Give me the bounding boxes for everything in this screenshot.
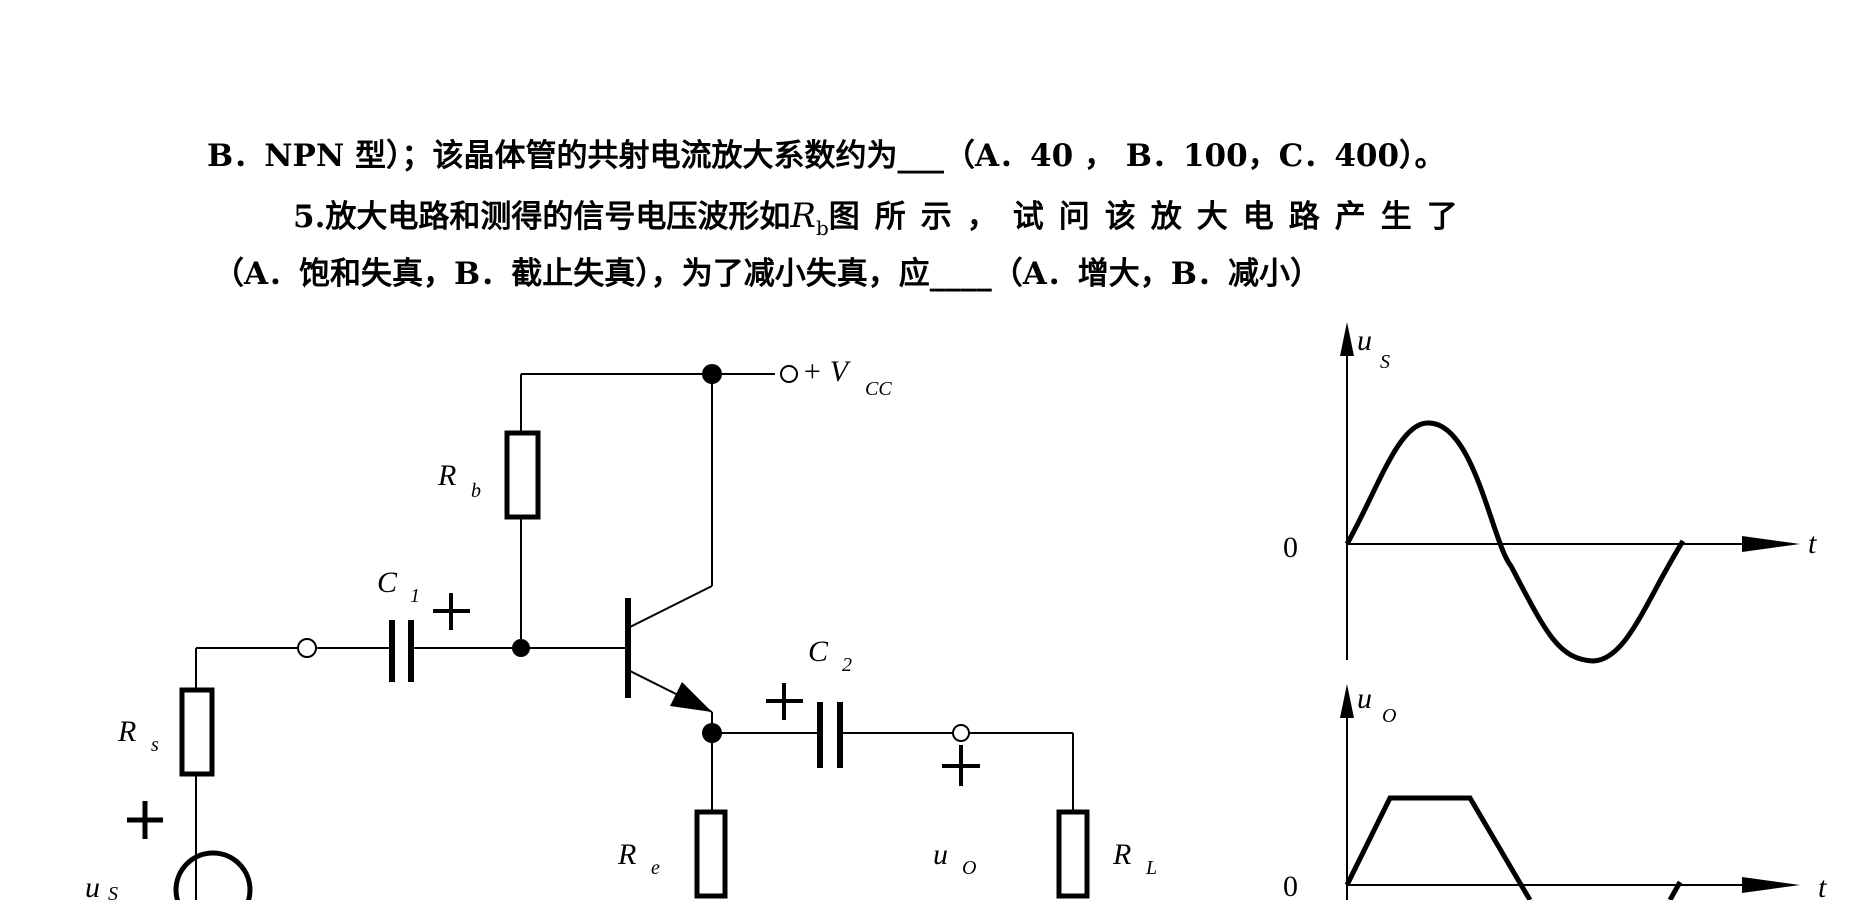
rl-resistor [1056,809,1090,899]
uo-axis-arrow [1340,684,1354,718]
rb-label: R [437,459,456,492]
question-line-3: （A．饱和失真，B．截止失真），为了减小失真，应____（A．增大，B．减小） [213,256,1322,292]
rl-label: R [1112,838,1131,871]
uo-subscript: O [962,857,976,879]
c1-subscript: 1 [410,585,420,607]
uo-zero-label: 0 [1283,870,1298,900]
rl-subscript: L [1145,857,1157,879]
us-axis-arrow [1340,322,1354,356]
question-5-rest: 图所示，试问该放大电路产生了 [828,199,1473,235]
uo-clipped-curve [1344,795,1533,900]
vcc-label: + V [802,355,852,388]
circuit-labels: + V CC R b C 1 C 2 R s R e R L u O u S [85,355,1157,900]
uo-axis-label: u [1357,682,1372,715]
transistor-collector [627,585,713,629]
rb-subscript: b [815,215,829,240]
uo-t-label: t [1818,871,1827,900]
uo-time-arrow [1742,877,1800,893]
vcc-terminal [780,365,798,383]
rs-label: R [117,715,136,748]
output-terminal [952,724,970,742]
us-axis-subscript: S [1380,351,1390,373]
amplifier-circuit [127,364,1090,900]
question-5-intro: 5.放大电路和测得的信号电压波形如 [293,199,791,235]
us-axis-label: u [1357,324,1372,357]
emitter-arrow [670,682,712,712]
waveform-labels: u S u O 0 0 t t [1283,324,1827,900]
input-waveform [1340,322,1800,664]
rs-subscript: s [151,734,159,756]
c2-subscript: 2 [842,654,852,676]
uo-axis-subscript: O [1382,705,1396,727]
rs-resistor [179,687,215,777]
us-sine-curve [1344,420,1686,664]
rb-symbol: Rb [790,196,828,238]
c1-label: C [377,566,398,599]
uo-label: u [933,838,948,871]
vcc-subscript: CC [865,378,892,400]
input-terminal [297,638,317,658]
c2-label: C [808,635,829,668]
us-zero-label: 0 [1283,531,1298,564]
uo-curve-return [1667,880,1683,900]
rb-letter: R [790,196,816,236]
signal-source-circle [173,850,253,900]
re-subscript: e [651,857,660,879]
re-label: R [617,838,636,871]
question-line-2: 5.放大电路和测得的信号电压波形如Rb图所示，试问该放大电路产生了 [293,199,1473,238]
rb-resistor [504,430,541,520]
us-t-label: t [1808,527,1817,560]
re-resistor [694,809,728,899]
rb-label-subscript: b [471,480,481,502]
output-waveform [1340,684,1800,900]
us-subscript: S [108,883,118,900]
us-time-arrow [1742,536,1800,552]
question-line-1: B．NPN 型）；该晶体管的共射电流放大系数约为___（A．40 ， B．100… [207,138,1446,174]
us-label: u [85,871,100,900]
